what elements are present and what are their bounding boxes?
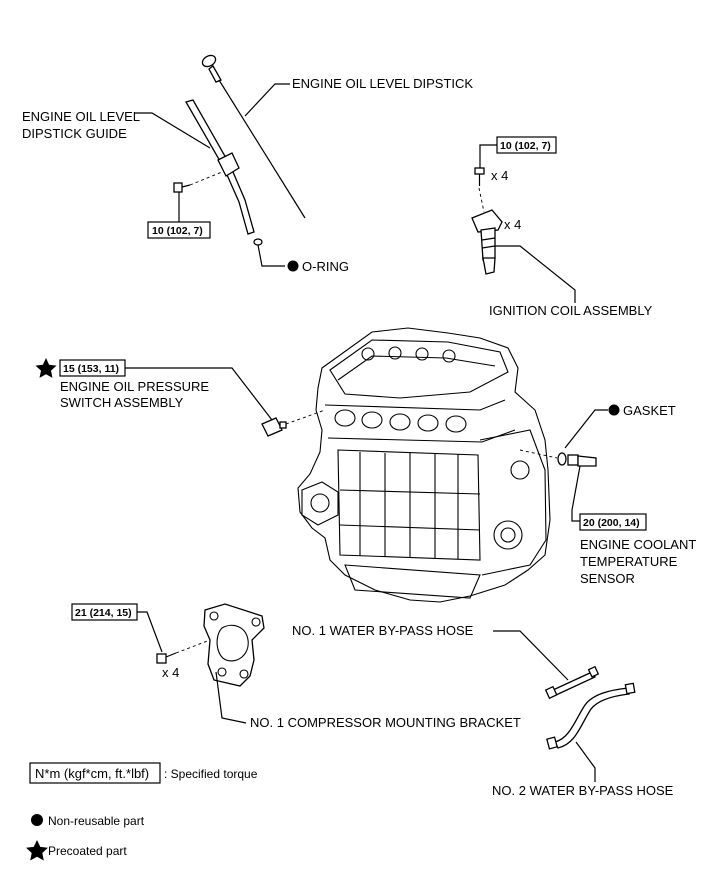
ignition-coil-drawing — [471, 209, 503, 275]
ignition-coil-label: IGNITION COIL ASSEMBLY — [489, 303, 653, 318]
coolant-temp-label-3: SENSOR — [580, 571, 635, 586]
bracket-bolt-qty: x 4 — [162, 665, 179, 680]
coolant-temp-sensor-drawing — [567, 454, 597, 467]
bracket-bolt-drawing — [156, 652, 177, 664]
gasket-non-reusable-icon — [608, 404, 620, 416]
oring-non-reusable-icon — [287, 260, 299, 272]
coil-qty: x 4 — [504, 217, 521, 232]
dipstick-guide-leader — [134, 112, 211, 149]
oil-pressure-axis — [285, 409, 326, 425]
water-hose-2-leader — [575, 741, 596, 782]
gasket-leader — [564, 409, 608, 449]
guide-bolt-torque: 10 (102, 7) — [152, 225, 203, 237]
engine-drawing — [297, 327, 551, 603]
coil-bolt-drawing — [474, 167, 485, 186]
oil-pressure-label-2: SWITCH ASSEMBLY — [60, 395, 184, 410]
water-hose-2-drawing — [546, 682, 636, 750]
coil-bolt-axis — [478, 187, 485, 213]
dipstick-label: ENGINE OIL LEVEL DIPSTICK — [292, 76, 473, 91]
guide-bolt-drawing — [173, 182, 191, 193]
ignition-coil-leader — [495, 245, 576, 303]
compressor-bracket-drawing — [203, 603, 265, 687]
dipstick-leader — [244, 83, 290, 117]
legend-torque-text: : Specified torque — [164, 767, 258, 781]
coil-bolt-torque-leader — [479, 144, 497, 168]
legend-precoated-text: Precoated part — [48, 844, 127, 858]
oring-leader — [257, 244, 285, 267]
dipstick-guide-label-1: ENGINE OIL LEVEL — [22, 109, 140, 124]
coolant-temp-torque: 20 (200, 14) — [583, 517, 640, 529]
guide-bolt-torque-box — [147, 221, 211, 239]
legend-non-reusable-text: Non-reusable part — [48, 814, 145, 828]
dipstick-guide-label-2: DIPSTICK GUIDE — [22, 126, 127, 141]
precoated-star-icon — [35, 358, 57, 378]
oil-pressure-leader — [125, 367, 273, 421]
oil-pressure-label-1: ENGINE OIL PRESSURE — [60, 379, 209, 394]
dipstick-guide-drawing — [185, 99, 255, 235]
legend-torque-units: N*m (kgf*cm, ft.*lbf) — [35, 766, 149, 781]
water-hose-1-label: NO. 1 WATER BY-PASS HOSE — [292, 623, 474, 638]
bracket-bolt-torque: 21 (214, 15) — [75, 607, 132, 619]
oil-pressure-torque: 15 (153, 11) — [63, 363, 119, 375]
dipstick-drawing — [201, 54, 306, 219]
legend-torque-box — [29, 762, 161, 784]
oil-pressure-switch-drawing — [261, 417, 287, 437]
bracket-bolt-axis — [175, 639, 211, 654]
water-hose-2-label: NO. 2 WATER BY-PASS HOSE — [492, 783, 674, 798]
gasket-drawing — [557, 452, 567, 466]
legend-precoated-star-icon — [26, 840, 48, 861]
compressor-bracket-label: NO. 1 COMPRESSOR MOUNTING BRACKET — [250, 715, 521, 730]
coolant-temp-leader — [571, 465, 581, 522]
coolant-temp-label-1: ENGINE COOLANT — [580, 537, 696, 552]
gasket-label: GASKET — [623, 403, 676, 418]
guide-bolt-axis — [189, 171, 223, 186]
water-hose-1-drawing — [544, 665, 600, 700]
oring-drawing — [253, 238, 263, 246]
compressor-bracket-leader — [215, 671, 247, 724]
oring-label: O-RING — [302, 259, 349, 274]
coil-bolt-torque: 10 (102, 7) — [500, 140, 551, 152]
legend-non-reusable-icon — [31, 814, 43, 826]
bracket-bolt-leader — [137, 611, 163, 653]
coolant-temp-label-2: TEMPERATURE — [580, 554, 678, 569]
coolant-temp-axis — [519, 449, 558, 459]
coolant-temp-torque-box — [579, 513, 647, 531]
water-hose-1-leader — [493, 630, 569, 681]
coil-bolt-qty: x 4 — [491, 168, 508, 183]
